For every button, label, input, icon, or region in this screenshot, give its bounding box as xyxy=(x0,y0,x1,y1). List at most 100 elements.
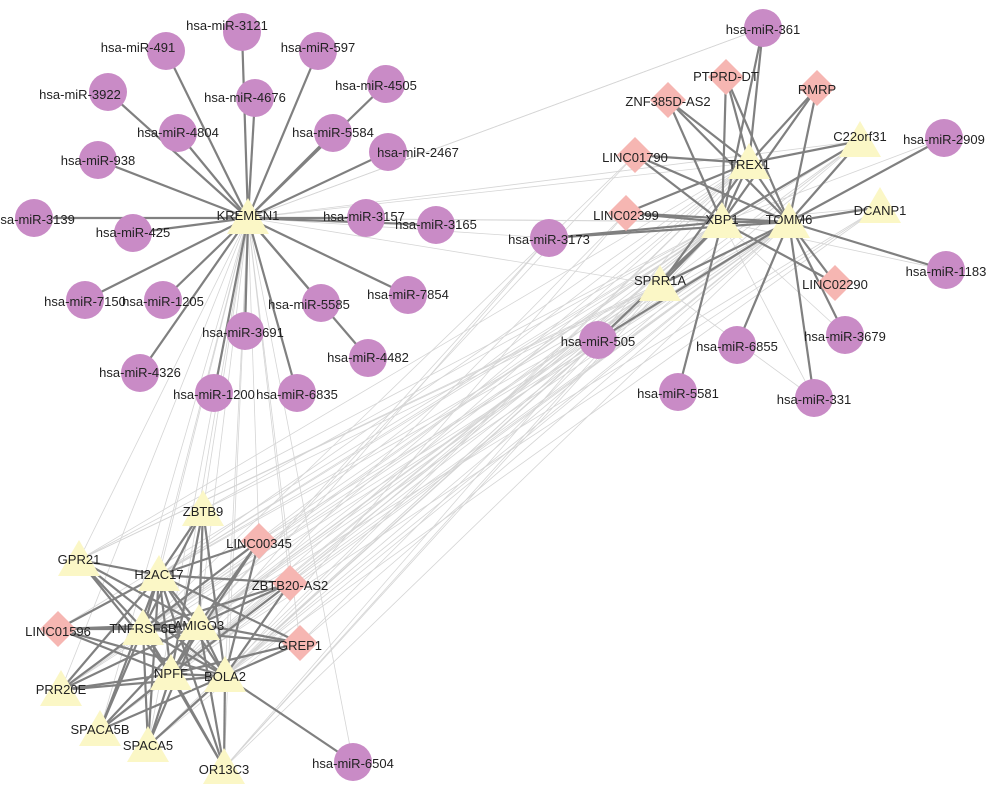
strong-edge-prr20e--h2ac17 xyxy=(60,574,160,691)
strong-edge-zbtb20-as2--amigo3 xyxy=(198,581,291,626)
node-label-hsa-mir-331: hsa-miR-331 xyxy=(777,392,851,407)
strong-edge-gpr21--npff xyxy=(78,559,172,675)
node-label-hsa-mir-4676: hsa-miR-4676 xyxy=(204,90,286,105)
strong-edge-hsa-mir-1183--tomm6 xyxy=(788,220,947,272)
node-label-amigo3: AMIGO3 xyxy=(174,618,225,633)
strong-edge-znf385d-as2--trex1 xyxy=(667,99,750,164)
node-label-linc01790: LINC01790 xyxy=(602,150,668,165)
faint-edge-hsa-mir-505--amigo3 xyxy=(198,339,599,625)
node-label-grep1: GREP1 xyxy=(278,638,322,653)
gene-node-prr20e xyxy=(40,670,82,706)
node-label-npff: NPFF xyxy=(154,666,188,681)
faint-edge-tomm6--or13c3 xyxy=(223,221,790,769)
gene-node-tomm6 xyxy=(768,202,810,238)
faint-edge-c22orf31--bola2 xyxy=(224,140,861,677)
gene-node-kremen1 xyxy=(227,198,269,234)
faint-edge-hsa-mir-505--bola2 xyxy=(224,339,599,677)
faint-edge-sprr1a--or13c3 xyxy=(223,284,661,769)
node-label-znf385d-as2: ZNF385D-AS2 xyxy=(625,94,710,109)
strong-edge-kremen1--hsa-mir-425 xyxy=(132,216,249,235)
strong-edge-zbtb9--bola2 xyxy=(201,509,227,677)
strong-edge-linc02399--tomm6 xyxy=(625,211,790,224)
node-label-hsa-mir-6835: hsa-miR-6835 xyxy=(256,387,338,402)
strong-edge-or13c3--h2ac17 xyxy=(157,574,226,769)
faint-edge-linc02399--bola2 xyxy=(224,212,627,677)
strong-edge-hsa-mir-3173--tomm6 xyxy=(548,220,790,240)
strong-edge-ptprd-dt--trex1 xyxy=(724,76,751,164)
strong-edge-zbtb9--amigo3 xyxy=(197,509,205,625)
mirna-node-hsa-mir-3691 xyxy=(226,312,264,350)
gene-node-tnfrsf6b xyxy=(122,609,164,645)
strong-edge-hsa-mir-3679--tomm6 xyxy=(788,221,846,336)
node-label-sprr1a: SPRR1A xyxy=(634,273,686,288)
node-label-tomm6: TOMM6 xyxy=(766,212,813,227)
strong-edge-gpr21--h2ac17 xyxy=(78,558,160,577)
node-label-hsa-mir-5581: hsa-miR-5581 xyxy=(637,386,719,401)
strong-edge-kremen1--hsa-mir-2467 xyxy=(247,151,389,219)
node-label-hsa-mir-3157: hsa-miR-3157 xyxy=(323,209,405,224)
mirna-node-hsa-mir-6835 xyxy=(278,374,316,412)
faint-edge-kremen1--hsa-mir-3173 xyxy=(247,217,550,239)
strong-edge-gpr21--amigo3 xyxy=(78,559,200,625)
lncrna-node-znf385d-as2 xyxy=(650,82,686,118)
node-label-hsa-mir-938: hsa-miR-938 xyxy=(61,153,135,168)
node-label-or13c3: OR13C3 xyxy=(199,762,250,777)
strong-edge-c22orf31--xbp1 xyxy=(721,140,861,223)
strong-edge-hsa-mir-2909--tomm6 xyxy=(788,137,945,223)
strong-edge-c22orf31--trex1 xyxy=(748,139,861,165)
mirna-node-hsa-mir-4326 xyxy=(121,354,159,392)
node-label-hsa-mir-7150: hsa-miR-7150 xyxy=(44,294,126,309)
strong-edge-hsa-mir-5581--xbp1 xyxy=(676,221,724,393)
strong-edge-hsa-mir-331--tomm6 xyxy=(787,221,816,399)
strong-edge-ptprd-dt--tomm6 xyxy=(724,76,791,223)
node-label-rmrp: RMRP xyxy=(798,82,836,97)
strong-edge-linc01790--trex1 xyxy=(634,153,750,165)
mirna-node-hsa-mir-2467 xyxy=(369,133,407,171)
faint-edge-dcanp1--bola2 xyxy=(224,206,881,677)
node-label-hsa-mir-505: hsa-miR-505 xyxy=(561,334,635,349)
gene-node-amigo3 xyxy=(178,604,220,640)
faint-edge-trex1--amigo3 xyxy=(198,162,750,625)
faint-edge-hsa-mir-361--kremen1 xyxy=(247,27,764,219)
mirna-node-hsa-mir-425 xyxy=(114,214,152,252)
gene-node-trex1 xyxy=(728,143,770,179)
node-label-dcanp1: DCANP1 xyxy=(854,203,907,218)
strong-edge-rmrp--trex1 xyxy=(748,87,818,164)
faint-edge-dcanp1--amigo3 xyxy=(198,206,881,625)
strong-edge-kremen1--hsa-mir-3165 xyxy=(247,216,437,227)
node-label-spaca5b: SPACA5B xyxy=(70,722,129,737)
mirna-node-hsa-mir-2909 xyxy=(925,119,963,157)
strong-edge-kremen1--hsa-mir-7854 xyxy=(247,217,409,296)
node-label-c22orf31: C22orf31 xyxy=(833,129,886,144)
strong-edge-hsa-mir-361--trex1 xyxy=(747,27,765,164)
gene-node-c22orf31 xyxy=(839,121,881,157)
lncrna-node-linc00345 xyxy=(241,523,277,559)
faint-edge-hsa-mir-2909--xbp1 xyxy=(721,137,945,223)
strong-edge-hsa-mir-6504--bola2 xyxy=(224,675,354,763)
faint-edge-tomm6--spaca5 xyxy=(147,221,790,747)
mirna-node-hsa-mir-331 xyxy=(795,379,833,417)
strong-edge-grep1--amigo3 xyxy=(198,622,301,645)
strong-edge-spaca5--h2ac17 xyxy=(146,574,161,747)
faint-edge-kremen1--zbtb9 xyxy=(202,217,249,511)
mirna-node-hsa-mir-4482 xyxy=(349,339,387,377)
node-label-hsa-mir-6855: hsa-miR-6855 xyxy=(696,339,778,354)
lncrna-node-linc01790 xyxy=(617,137,653,173)
node-label-hsa-mir-4505: hsa-miR-4505 xyxy=(335,78,417,93)
lncrna-node-zbtb20-as2 xyxy=(272,565,308,601)
lncrna-node-ptprd-dt xyxy=(708,59,744,95)
lncrna-node-linc01596 xyxy=(40,611,76,647)
node-label-hsa-mir-491: hsa-miR-491 xyxy=(101,40,175,55)
faint-edge-xbp1--zbtb9 xyxy=(202,221,723,511)
node-label-hsa-mir-6504: hsa-miR-6504 xyxy=(312,756,394,771)
gene-node-spaca5 xyxy=(127,726,169,762)
strong-edge-kremen1--hsa-mir-491 xyxy=(165,50,249,219)
mirna-node-hsa-mir-4505 xyxy=(367,65,405,103)
faint-edge-tomm6--h2ac17 xyxy=(158,221,790,576)
node-label-hsa-mir-3173: hsa-miR-3173 xyxy=(508,232,590,247)
strong-edge-kremen1--hsa-mir-597 xyxy=(246,50,320,219)
mirna-node-hsa-mir-6855 xyxy=(718,326,756,364)
lncrna-node-linc02290 xyxy=(817,265,853,301)
faint-edge-tomm6--zbtb20-as2 xyxy=(289,221,790,584)
faint-edge-sprr1a--h2ac17 xyxy=(158,284,661,576)
